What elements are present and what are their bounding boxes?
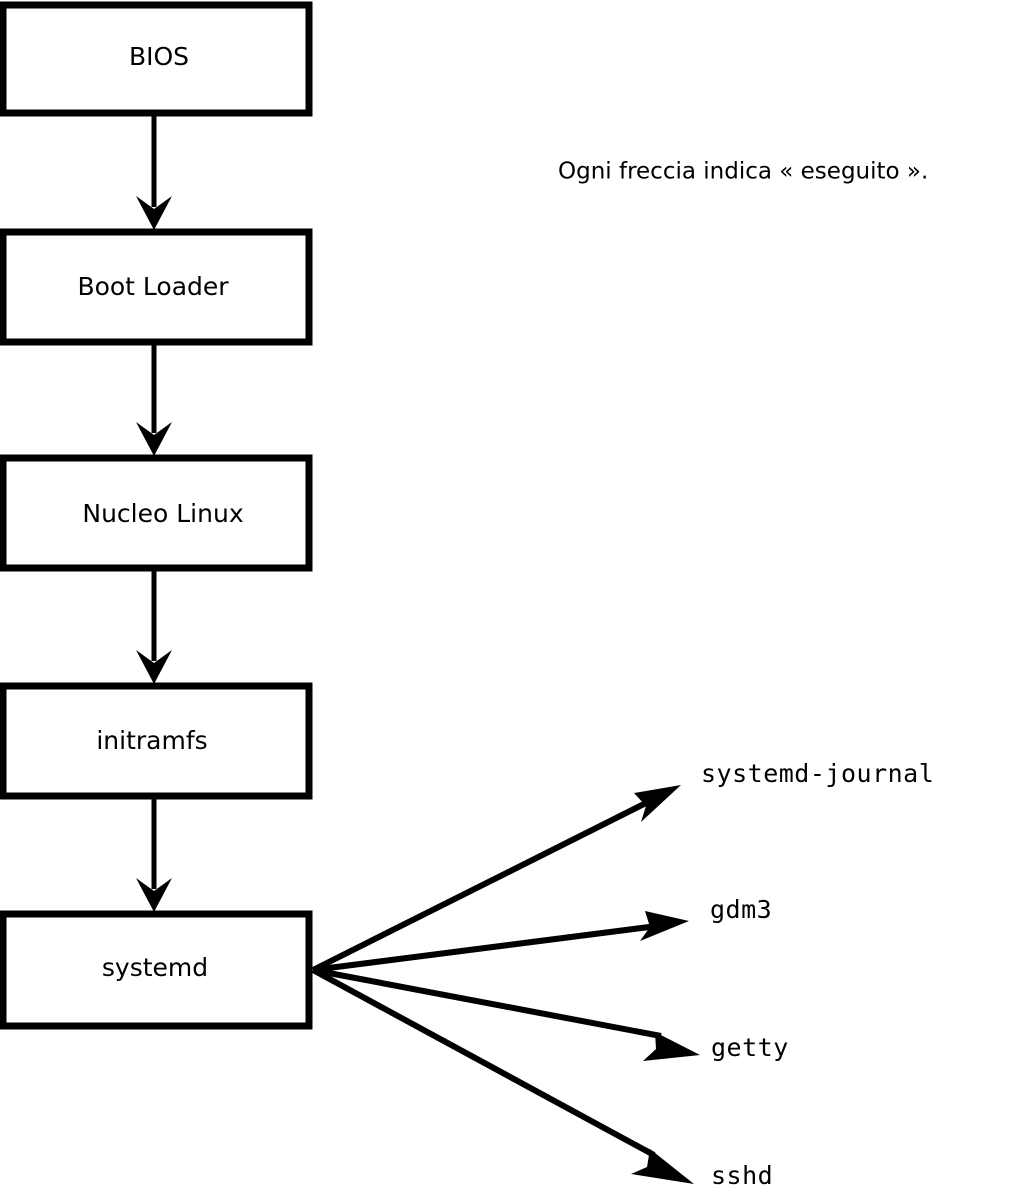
kernel-box [0,454,313,572]
boot-loader-box [0,228,313,346]
service-label-sshd: sshd [711,1161,773,1190]
diagram-caption: Ogni freccia indica « eseguito ». [558,159,928,185]
arrow-initramfs-to-systemd [136,796,172,912]
arrow-systemd-to-gdm3 [312,911,689,973]
arrow-systemd-to-sshd [311,967,694,1184]
node-bios: BIOS [0,1,313,117]
service-label-getty: getty [711,1033,789,1062]
bios-label: BIOS [129,42,189,71]
kernel-label: Nucleo Linux [82,499,243,528]
initramfs-label: initramfs [96,726,207,755]
node-boot-loader: Boot Loader [0,228,313,346]
service-label-gdm3: gdm3 [710,895,772,924]
arrow-systemd-to-systemd-journal [311,785,681,973]
node-kernel: Nucleo Linux [0,454,313,572]
arrow-systemd-to-getty [312,967,700,1061]
service-label-systemd-journal: systemd-journal [701,759,934,788]
boot-loader-label: Boot Loader [77,272,229,301]
arrow-kernel-to-initramfs [136,568,172,684]
systemd-box [0,910,313,1030]
node-initramfs: initramfs [0,682,313,800]
arrow-boot-loader-to-kernel [136,342,172,456]
systemd-label: systemd [102,953,208,982]
node-systemd: systemd [0,910,313,1030]
arrow-bios-to-boot-loader [136,113,172,230]
